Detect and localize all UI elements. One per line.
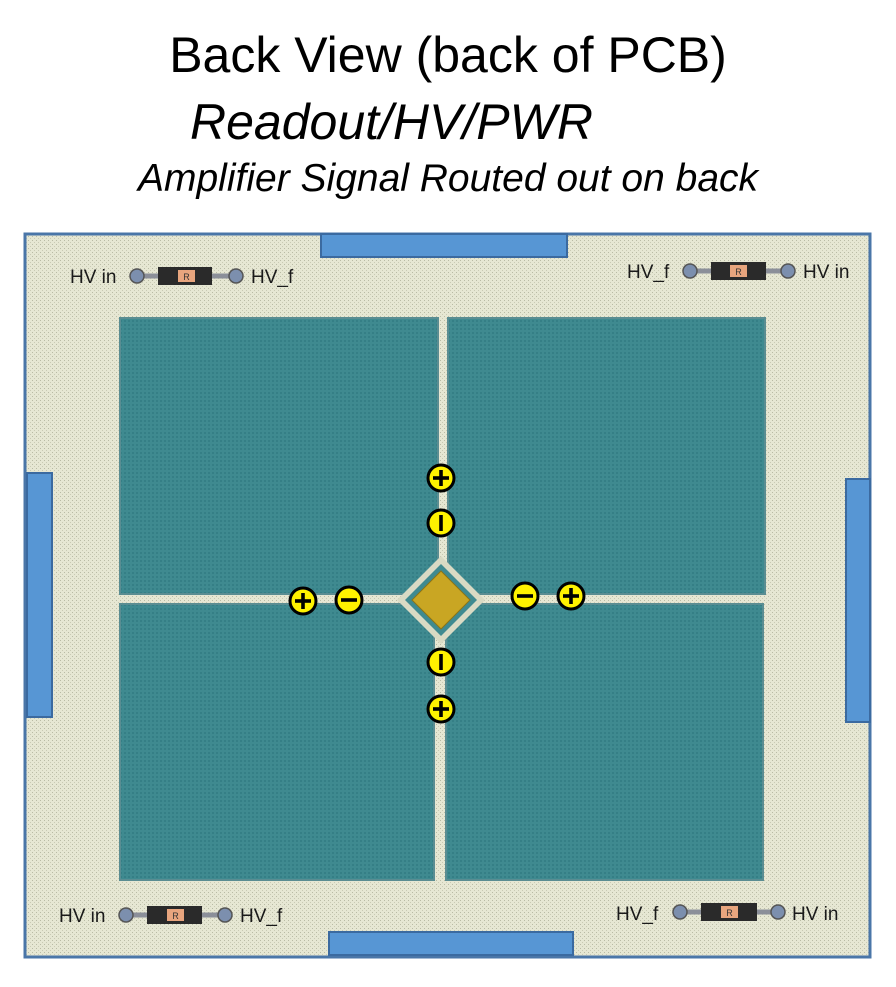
resistor-body-icon xyxy=(721,906,738,918)
pad-top-right xyxy=(447,317,766,595)
pad-bottom-left xyxy=(119,603,435,881)
resistor-body-icon xyxy=(178,270,195,282)
plus-icon xyxy=(426,694,456,724)
minus-icon xyxy=(334,585,364,615)
resistor-label-right: HV_f xyxy=(251,267,294,288)
connector-bottom xyxy=(328,931,574,956)
plus-icon xyxy=(288,586,318,616)
resistor-label-right: HV in xyxy=(792,904,838,925)
center-pad xyxy=(411,570,471,630)
connector-right xyxy=(845,478,871,723)
resistor-top-left: HV in R HV_f xyxy=(70,267,294,288)
minus-icon xyxy=(426,647,456,677)
resistor-body-label: R xyxy=(172,911,179,921)
minus-icon xyxy=(510,581,540,611)
title-sub: Readout/HV/PWR xyxy=(190,94,593,150)
connector-top xyxy=(320,233,568,258)
resistor-body-label: R xyxy=(183,272,190,282)
resistor-body-label: R xyxy=(735,267,742,277)
plus-icon xyxy=(556,581,586,611)
minus-icon xyxy=(426,508,456,538)
resistor-body-icon xyxy=(730,265,747,277)
resistor-label-left: HV_f xyxy=(627,262,670,283)
resistor-body-icon xyxy=(167,909,184,921)
plus-icon xyxy=(426,463,456,493)
pad-bottom-right xyxy=(445,603,764,881)
resistor-label-right: HV in xyxy=(803,262,849,283)
resistor-bottom-right: HV_f R HV in xyxy=(616,903,838,925)
title-caption: Amplifier Signal Routed out on back xyxy=(137,157,759,200)
connector-left xyxy=(26,472,53,718)
resistor-top-right: HV_f R HV in xyxy=(627,262,849,283)
pad-top-left xyxy=(119,317,439,595)
resistor-label-left: HV_f xyxy=(616,904,659,925)
resistor-label-right: HV_f xyxy=(240,906,283,927)
title-main: Back View (back of PCB) xyxy=(169,27,727,83)
resistor-body-label: R xyxy=(726,908,733,918)
resistor-label-left: HV in xyxy=(59,906,105,927)
resistor-bottom-left: HV in R HV_f xyxy=(59,906,283,927)
resistor-label-left: HV in xyxy=(70,267,116,288)
